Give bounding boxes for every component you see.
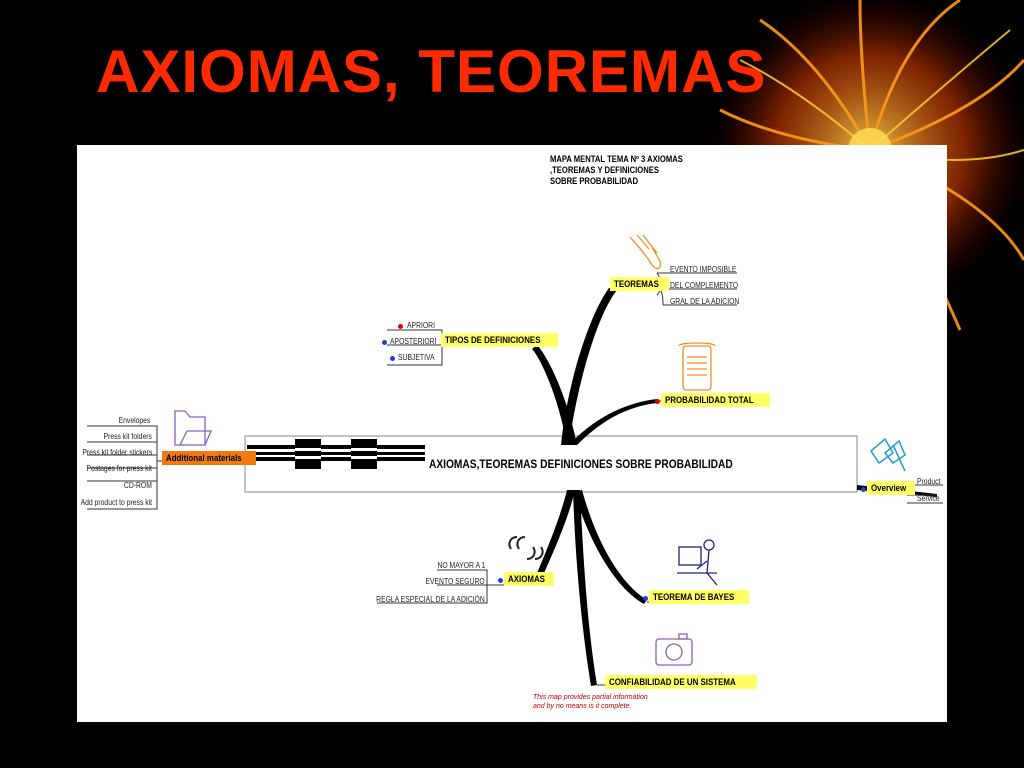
tipos-item: APOSTERIORI (390, 337, 437, 346)
node-additional-materials: Additional materials (162, 451, 257, 465)
additional-item: Postages for press kit (86, 464, 152, 473)
status-dot (498, 578, 503, 583)
map-header-line: SOBRE PROBABILIDAD (550, 176, 638, 186)
node-probabilidad-total: PROBABILIDAD TOTAL (661, 393, 770, 407)
scroll-icon (678, 342, 716, 391)
axiomas-item: EVENTO SEGURO (425, 577, 485, 586)
map-note-line: This map provides partial information (533, 694, 648, 701)
person-computer-icon (677, 539, 718, 586)
map-header: MAPA MENTAL TEMA Nº 3 AXIOMAS ,TEOREMAS … (550, 154, 683, 187)
teoremas-item: DEL COMPLEMENTO (670, 281, 739, 290)
node-teoremas: TEOREMAS (610, 277, 670, 291)
teoremas-item: GRAL DE LA ADICION (670, 297, 740, 306)
tipos-item: SUBJETIVA (398, 353, 435, 362)
folder-icon (174, 410, 212, 446)
central-topic: AXIOMAS,TEOREMAS DEFINICIONES SOBRE PROB… (429, 457, 733, 471)
node-confiabilidad: CONFIABILIDAD DE UN SISTEMA (605, 675, 757, 689)
glasses-icon (870, 437, 906, 472)
status-dot (861, 487, 866, 492)
status-dot (382, 340, 387, 345)
mind-map-panel: MAPA MENTAL TEMA Nº 3 AXIOMAS ,TEOREMAS … (77, 145, 947, 722)
status-dot (643, 596, 648, 601)
hand-icon (629, 234, 662, 270)
map-note-line: and by no means is it complete. (533, 703, 632, 710)
additional-item: Press kit folders (103, 432, 152, 441)
axiomas-item: REGLA ESPECIAL DE LA ADICIÓN (376, 595, 485, 604)
node-teorema-de-bayes: TEOREMA DE BAYES (649, 590, 750, 604)
camera-icon (655, 633, 693, 666)
map-header-line: MAPA MENTAL TEMA Nº 3 AXIOMAS (550, 154, 683, 164)
slide-title: AXIOMAS, TEOREMAS (96, 38, 767, 105)
tipos-item: APRIORI (407, 321, 435, 330)
additional-item: Press kit folder stickers (82, 448, 152, 457)
mind-map-connectors (87, 234, 943, 686)
status-dot (398, 324, 403, 329)
node-tipos-de-definiciones: TIPOS DE DEFINICIONES (441, 333, 558, 347)
additional-item: Add product to press kit (80, 498, 152, 507)
node-overview: Overview (867, 481, 916, 495)
status-dot (655, 399, 660, 404)
additional-item: CD-ROM (124, 481, 152, 490)
axiomas-item: NO MAYOR A 1 (437, 561, 485, 570)
map-header-line: ,TEOREMAS Y DEFINICIONES (550, 165, 659, 175)
teoremas-item: EVENTO IMPOSIBLE (670, 265, 737, 274)
overview-item: Service (917, 494, 940, 503)
quote-icon (508, 536, 544, 560)
additional-item: Envelopes (118, 416, 150, 425)
overview-item: Product (917, 477, 941, 486)
status-dot (390, 356, 395, 361)
node-axiomas: AXIOMAS (504, 572, 555, 586)
map-note: This map provides partial information an… (533, 693, 648, 711)
